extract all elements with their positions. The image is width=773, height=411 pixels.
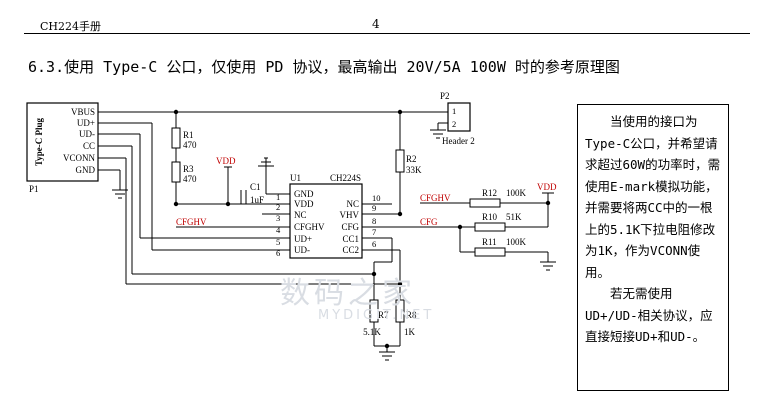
u1-pin10-num: 10 [372,193,381,203]
u1-ref: U1 [290,173,301,183]
r3-ref: R3 [183,164,194,174]
watermark-en: MYDIGIT.NET [318,308,435,323]
manual-header: CH224手册 [40,20,102,33]
u1-pin9-name: VHV [340,210,360,220]
note-paragraph-1: 当使用的接口为Type-C公口，并希望请求超过60W的功率时，需使用E-mark… [585,114,721,280]
u1-pin5-num: 5 [276,237,280,247]
u1-pin6-name: UD- [294,245,310,255]
r1-ref: R1 [183,130,194,140]
u1-pin3-num: 3 [276,213,280,223]
section-title: 6.3.使用 Type-C 公口，仅使用 PD 协议，最高输出 20V/5A 1… [28,58,620,76]
note-paragraph-2: 若无需使用UD+/UD-相关协议，应直接短接UD+和UD-。 [585,286,713,344]
u1-pin9-num: 9 [372,203,376,213]
r7-value: 5.1K [363,327,381,337]
watermark-cn: 数码之家 [280,276,416,311]
u1-pin2-name: VDD [294,199,314,209]
u1-pin4-name: CFGHV [294,222,325,232]
p1-pin-udp: UD+ [77,118,95,128]
r11-ref: R11 [482,237,497,247]
u1-pin4-num: 4 [276,225,281,235]
r3-value: 470 [183,174,197,184]
vdd-left: VDD [216,156,236,166]
u1-pin1-name: GND [294,189,314,199]
r2-ref: R2 [406,154,417,164]
u1-pin2-num: 2 [276,202,280,212]
p2-pin1: 1 [452,106,456,116]
header-divider [24,33,750,34]
r10-ref: R10 [482,212,498,222]
u1-pin6-num: 6 [276,248,280,258]
u1-pin5-name: UD+ [294,234,312,244]
cfghv-left-label: CFGHV [176,217,207,227]
r8-ref: R8 [406,310,417,320]
p2-ref: P2 [440,91,450,101]
vdd-right: VDD [537,182,557,192]
r8-value: 1K [404,327,416,337]
r10-value: 51K [506,212,522,222]
r7-ref: R7 [378,310,389,320]
u1-pin8-name: CFG [341,222,359,232]
u1-pin6b-name: CC2 [342,245,359,255]
r12-value: 100K [506,188,527,198]
watermark: 数码之家 MYDIGIT.NET [280,268,434,323]
p1-pin-udm: UD- [79,129,95,139]
u1-pin1-num: 1 [276,192,280,202]
u1-pin8-num: 8 [372,216,376,226]
r11-value: 100K [506,237,527,247]
r1-value: 470 [183,140,197,150]
p2-pin2: 2 [452,119,456,129]
page-number: 4 [372,17,380,31]
p1-pin-cc: CC [83,141,95,151]
p1-pin-vbus: VBUS [71,107,95,117]
r12-ref: R12 [482,188,497,198]
c1-value: 1uF [250,195,264,205]
p1-ref: P1 [29,184,39,194]
p1-pin-vconn: VCONN [63,153,96,163]
u1-pin6b-num: 6 [372,239,376,249]
u1-pin7-name: CC1 [342,234,359,244]
u1-pin7-num: 7 [372,227,376,237]
cfghv-right-label: CFGHV [420,193,451,203]
u1-part: CH224S [330,173,361,183]
p1-name: Type-C Plug [34,117,44,166]
p2-name: Header 2 [442,136,475,146]
note-box: 当使用的接口为Type-C公口，并希望请求超过60W的功率时，需使用E-mark… [577,104,729,391]
u1-pin3-name: NC [294,210,307,220]
p1-pin-gnd: GND [76,165,96,175]
u1-pin10-name: NC [346,199,359,209]
cfg-right-label: CFG [420,217,438,227]
c1-ref: C1 [250,182,261,192]
r2-value: 33K [406,165,422,175]
